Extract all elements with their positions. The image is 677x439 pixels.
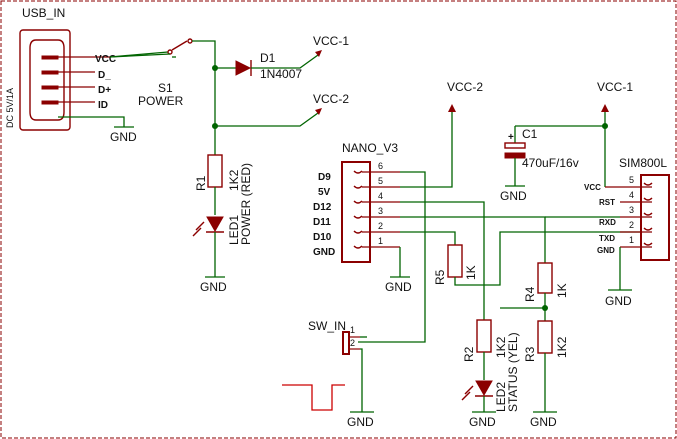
nano-pin-num-4: 4 [378, 191, 383, 201]
usb-contact [41, 85, 59, 90]
sim-pin-num-3: 3 [629, 205, 634, 215]
sw-in-connector: SW_IN 1 2 [308, 319, 360, 355]
sw-pin-2: 2 [350, 338, 355, 348]
r2-resistor: R2 1K2 [462, 319, 508, 362]
r3-value: 1K2 [555, 336, 569, 358]
usb-pin-vcc: VCC [95, 54, 116, 65]
c1-gnd-label: GND [500, 189, 527, 203]
nano-pin-5v: 5V [318, 187, 331, 198]
r1-resistor: R1 1K2 [194, 154, 241, 191]
sw-pin-1: 1 [350, 325, 355, 335]
vcc2-label-top: VCC-2 [313, 92, 349, 106]
nano-pin-d11: D11 [313, 217, 331, 228]
r3-resistor: R3 1K2 [523, 320, 569, 362]
usb-contact [41, 100, 59, 105]
vcc1-label-sim: VCC-1 [597, 80, 633, 94]
r3-gnd-label: GND [530, 415, 557, 429]
usb-gnd-label: GND [110, 130, 137, 144]
r5-resistor: R5 1K [433, 244, 478, 285]
sim-pin-gnd: GND [597, 246, 615, 255]
sim-pin-num-2: 2 [629, 220, 634, 230]
pulse-waveform [282, 384, 345, 411]
nano-pin-num-5: 5 [378, 176, 383, 186]
vcc1-arrow [601, 104, 609, 112]
c1-capacitor: + C1 470uF/16v [504, 127, 579, 170]
c1-plus: + [508, 132, 514, 143]
sim-pin-rxd: RXD [599, 218, 616, 227]
nano-pin-num-1: 1 [378, 236, 383, 246]
r3-ref: R3 [523, 346, 537, 362]
usb-contact [41, 55, 59, 60]
sim800l-header: SIM800L VCC RST RXD TXD GND 5 4 3 2 1 [584, 156, 670, 261]
r2-value: 1K2 [494, 336, 508, 358]
nano-gnd-label: GND [385, 280, 412, 294]
led1-ref: LED1 [227, 215, 241, 245]
usb-side-label: DC 5V/1A [5, 88, 15, 128]
vcc2-arrow [448, 104, 456, 112]
vcc1-label-top: VCC-1 [313, 34, 349, 48]
led2-gnd-label: GND [469, 415, 496, 429]
sim-pin-rst: RST [599, 198, 615, 207]
led2-ref: LED2 [494, 382, 508, 412]
sim-pin-slots [643, 182, 653, 246]
usb-pin-dplus: D+ [98, 85, 111, 96]
sim-gnd-label: GND [605, 294, 632, 308]
sim-pin-txd: TXD [599, 234, 615, 243]
d1-value: 1N4007 [260, 67, 302, 81]
c1-ref: C1 [522, 127, 538, 141]
r5-ref: R5 [433, 269, 447, 285]
r5-value: 1K [464, 265, 478, 280]
nano-pin-d10: D10 [313, 232, 332, 243]
usb-socket [29, 39, 65, 121]
led2: LED2 STATUS (YEL) [461, 332, 520, 412]
vcc1-arrow [315, 50, 322, 57]
sw-gnd-label: GND [347, 415, 374, 429]
nano-pin-d9: D9 [318, 172, 331, 183]
s1-ref: S1 [158, 81, 173, 95]
led1: LED1 POWER (RED) [192, 163, 253, 245]
r1-ref: R1 [194, 175, 208, 191]
s1-value: POWER [138, 94, 184, 108]
nano-pin-num-3: 3 [378, 206, 383, 216]
nano-v3-header: NANO_V3 D9 5V D12 D11 D10 GND 6 5 4 3 2 … [313, 141, 400, 263]
sim-pin-vcc: VCC [584, 183, 601, 192]
sim-pin-num-1: 1 [629, 235, 634, 245]
vcc2-label-nano: VCC-2 [447, 80, 483, 94]
r4-resistor: R4 1K [523, 262, 569, 302]
sw-name: SW_IN [308, 319, 346, 333]
d1-ref: D1 [260, 51, 276, 65]
nano-pin-gnd: GND [313, 247, 335, 258]
nano-pin-num-6: 6 [378, 161, 383, 171]
c1-value: 470uF/16v [522, 156, 579, 170]
r4-ref: R4 [523, 286, 537, 302]
vcc2-arrow [315, 108, 322, 115]
led1-value: POWER (RED) [239, 163, 253, 245]
usb-name: USB_IN [22, 6, 65, 20]
d1-diode: D1 1N4007 [235, 51, 302, 81]
nano-pin-num-2: 2 [378, 221, 383, 231]
usb-pin-id: ID [98, 100, 108, 111]
sim-pin-num-4: 4 [629, 190, 634, 200]
led1-gnd-label: GND [200, 280, 227, 294]
sim-name: SIM800L [619, 156, 667, 170]
r1-value: 1K2 [227, 169, 241, 191]
usb-body [19, 29, 71, 131]
nano-pin-d12: D12 [313, 202, 332, 213]
sim-pin-num-5: 5 [629, 175, 634, 185]
r2-ref: R2 [462, 346, 476, 362]
led2-value: STATUS (YEL) [506, 332, 520, 412]
nano-pin-slots [353, 170, 363, 249]
s1-switch: S1 POWER [138, 38, 193, 108]
usb-connector: USB_IN DC 5V/1A VCC D_ D+ ID [5, 6, 116, 131]
usb-contact [41, 70, 59, 75]
nano-name: NANO_V3 [342, 141, 398, 155]
usb-pin-dminus: D_ [98, 70, 111, 81]
r4-value: 1K [555, 283, 569, 298]
